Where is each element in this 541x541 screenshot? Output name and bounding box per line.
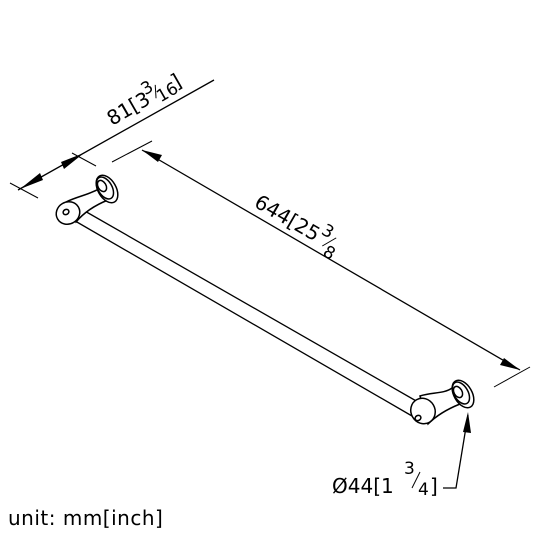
depth-arrowhead-right <box>61 153 84 169</box>
bar-tube <box>69 205 419 417</box>
right-mount-rosette-inner <box>452 385 464 399</box>
right-bracket <box>409 379 475 426</box>
diameter-fraction-den: 4 <box>418 480 429 500</box>
left-bracket <box>55 174 119 226</box>
diameter-callout: Ø44[1 3 4 ] <box>332 412 471 500</box>
length-dimension-line <box>141 149 521 371</box>
length-extension-line-left <box>111 140 153 163</box>
depth-extension-line-right <box>71 152 97 167</box>
depth-arrowhead-left <box>20 173 43 189</box>
diameter-fraction-bar <box>411 471 421 489</box>
diameter-label: Ø44[1 <box>332 474 394 498</box>
diameter-fraction-num: 3 <box>404 459 415 479</box>
depth-extension-line-left <box>9 182 39 199</box>
diameter-leader-arrowhead <box>463 412 471 433</box>
length-extension-line-right <box>493 366 531 388</box>
left-bracket-end-hole <box>62 208 70 216</box>
depth-dimension: 81[3 3 16 ] <box>9 69 215 199</box>
length-fraction-den: 8 <box>319 242 338 265</box>
towel-bar <box>55 174 475 426</box>
length-arrowhead-right <box>500 358 520 370</box>
length-arrowhead-left <box>142 150 162 162</box>
diameter-leader-line <box>443 414 469 489</box>
length-dimension: 644[25 3 8 <box>111 140 531 388</box>
left-mount-rosette-inner <box>96 179 108 193</box>
length-label: 644[25 <box>251 190 325 247</box>
right-bracket-end-hole <box>414 414 422 422</box>
unit-note: unit: mm[inch] <box>8 506 164 530</box>
diameter-close-bracket: ] <box>430 474 438 498</box>
depth-dimension-line <box>17 79 215 191</box>
length-fraction-bar <box>322 237 337 247</box>
depth-fraction-bar <box>154 84 157 99</box>
